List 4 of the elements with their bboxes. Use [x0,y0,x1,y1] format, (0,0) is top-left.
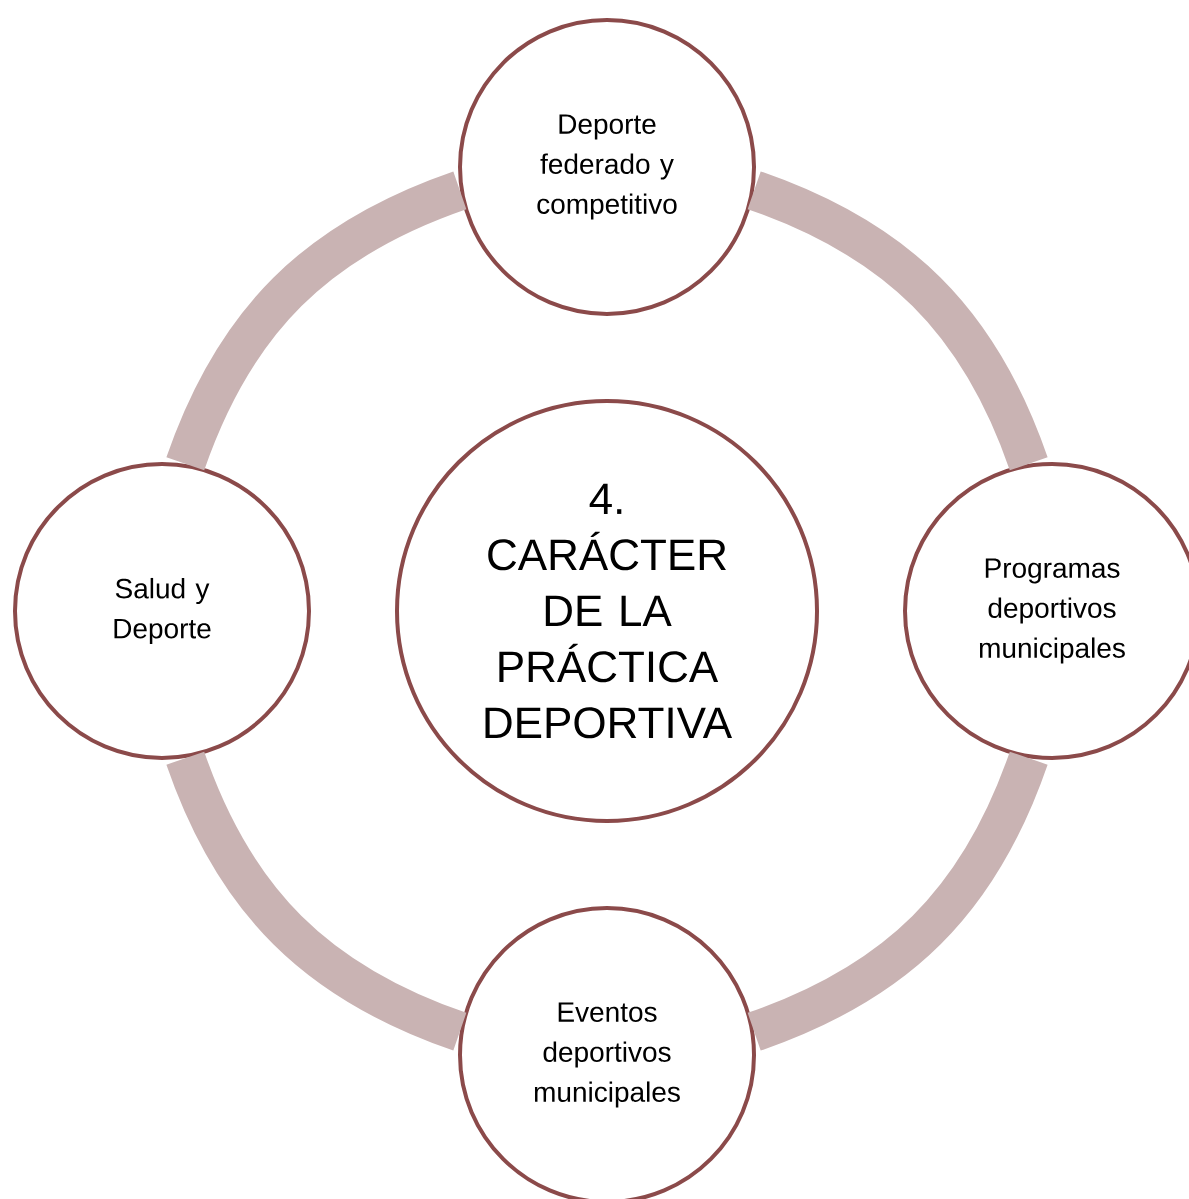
ring-segment [747,751,1048,1051]
ring-segment [166,171,467,471]
ring-segment [166,751,467,1051]
ring-segment [747,171,1048,471]
